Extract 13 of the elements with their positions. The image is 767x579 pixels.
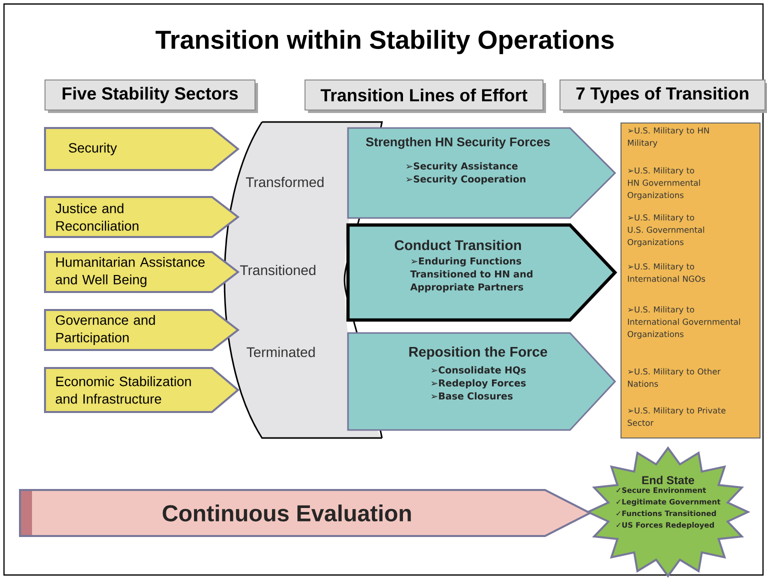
sector-pentagon: Humanitarian Assistance and Well Being — [44, 251, 240, 293]
title: Transition within Stability Operations — [156, 30, 614, 54]
sector-pentagon: Justice and Reconciliation — [44, 196, 240, 238]
effort-pentagon: Strengthen HN Security Forces ➢Security Assistance ➢Security Cooperation — [347, 127, 616, 219]
header-box: Transition Lines of Effort — [304, 80, 546, 113]
transition-types-box: ➢U.S. Military to HN Military ➢U.S. Military to HN Governmental Organizations ➢U.S. Military to U.S. Governmental Organizations ➢U.S. Military to International NGOs ➢U.S. Military to International Governmental Organizations ➢U.S. Military to Other Nations ➢U.S. Military to Private Sector — [620, 122, 760, 438]
sector-pentagon: Economic Stabilization and Infrastructure — [44, 367, 240, 413]
sector-pentagon: Security — [44, 127, 240, 171]
header-box: 7 Types of Transition — [560, 80, 767, 113]
header-box: Five Stability Sectors — [44, 80, 258, 113]
effort-pentagon: Conduct Transition ➢Enduring Functions Transitioned to HN and Appropriate Partners — [346, 223, 618, 322]
sector-pentagon: Governance and Participation — [44, 309, 240, 351]
effort-pentagon: Reposition the Force ➢Consolidate HQs ➢Redeploy Forces ➢Base Closures — [347, 332, 616, 431]
